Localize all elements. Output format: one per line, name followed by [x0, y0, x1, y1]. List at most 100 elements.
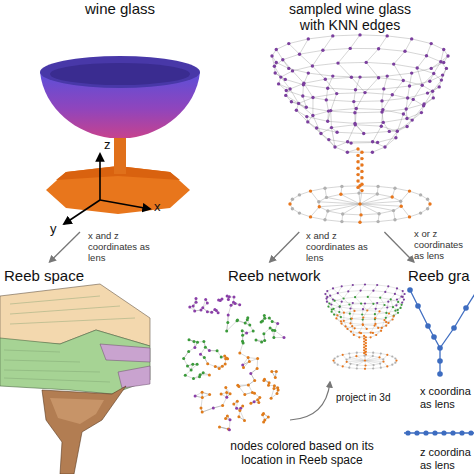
sample-point [284, 94, 287, 97]
knn-edge [377, 285, 388, 286]
knn-edge [312, 50, 323, 66]
sample-point [326, 301, 328, 303]
knn-edge [333, 76, 360, 77]
knn-edge [290, 89, 299, 103]
sample-point [241, 340, 244, 343]
sample-point [258, 396, 261, 399]
sample-point [386, 74, 389, 77]
reeb-sheet-edge [100, 344, 150, 362]
sample-point [236, 319, 239, 322]
sampled-glass [270, 33, 449, 224]
lens-arrow [50, 232, 80, 262]
sample-point [357, 191, 360, 194]
knn-edge [340, 305, 350, 307]
sample-point [367, 296, 369, 298]
sample-point [364, 364, 366, 366]
knn-edge [357, 361, 365, 366]
sample-point [311, 96, 314, 99]
annotation: x coordina as lens [420, 385, 474, 410]
knn-edge [405, 39, 412, 51]
sample-point [206, 302, 209, 305]
sample-point [393, 218, 396, 221]
knn-edge [383, 95, 392, 110]
sample-point [381, 327, 383, 329]
knn-edge [382, 323, 389, 328]
sample-point [442, 48, 445, 51]
knn-edge [397, 120, 412, 131]
knn-edge [275, 331, 284, 338]
sample-point [192, 377, 195, 380]
sample-point [326, 120, 329, 123]
sample-point [382, 361, 384, 363]
sample-point [332, 360, 334, 362]
knn-edge [228, 305, 231, 315]
sample-point [226, 357, 229, 360]
sample-point [262, 420, 265, 423]
sample-point [236, 319, 239, 322]
annotation: x [154, 200, 168, 215]
sample-point [385, 312, 387, 314]
sample-point [376, 185, 379, 188]
sample-point [256, 398, 259, 401]
knn-edge [352, 311, 355, 319]
knn-edge [373, 291, 385, 292]
sample-point [267, 416, 270, 419]
sample-point [341, 212, 344, 215]
sample-point [349, 141, 352, 144]
sample-point [196, 363, 199, 366]
axis-x [100, 200, 150, 209]
knn-edge [363, 317, 375, 319]
knn-edge [382, 98, 408, 101]
sample-point [319, 132, 322, 135]
sample-point [380, 330, 382, 332]
knn-edge [362, 318, 363, 325]
sample-point [274, 71, 277, 74]
sample-point [404, 293, 406, 295]
knn-edge [372, 147, 385, 152]
sample-point [419, 193, 422, 196]
knn-edge [347, 152, 372, 153]
knn-edge [304, 79, 325, 83]
knn-edge [327, 194, 341, 197]
knn-edge [299, 191, 310, 195]
knn-edge [412, 113, 421, 121]
sample-point [366, 328, 368, 330]
knn-edge [281, 71, 293, 77]
sample-point [358, 75, 361, 78]
knn-edge [391, 299, 399, 302]
sample-point [241, 329, 244, 332]
knn-edge [349, 303, 361, 305]
knn-edge [311, 217, 326, 220]
sample-point [358, 336, 360, 338]
knn-edge [342, 221, 360, 223]
sample-point [396, 130, 399, 133]
knn-edge [368, 297, 374, 304]
knn-edge [352, 325, 363, 326]
knn-edge [363, 324, 375, 326]
sample-point [206, 362, 209, 365]
sample-point [327, 138, 330, 141]
sample-point [365, 348, 367, 350]
sample-point [391, 364, 393, 366]
knn-edge [300, 54, 313, 66]
knn-edge [360, 204, 379, 214]
sample-point [354, 327, 356, 329]
sample-point [428, 80, 431, 83]
sample-point [370, 336, 372, 338]
sample-point [358, 184, 361, 187]
knn-edge [344, 297, 356, 298]
sample-point [364, 283, 366, 285]
knn-edge [360, 35, 387, 36]
sample-point [372, 367, 374, 369]
knn-edge [300, 50, 323, 54]
sample-point [346, 151, 349, 154]
sample-point [201, 306, 204, 309]
sample-point [193, 309, 196, 312]
sample-point [386, 354, 388, 356]
sample-point [394, 293, 396, 295]
knn-edge [364, 131, 390, 133]
sample-point [307, 71, 310, 74]
sample-point [353, 111, 356, 114]
knn-edge [361, 304, 367, 311]
knn-edge [367, 304, 373, 311]
